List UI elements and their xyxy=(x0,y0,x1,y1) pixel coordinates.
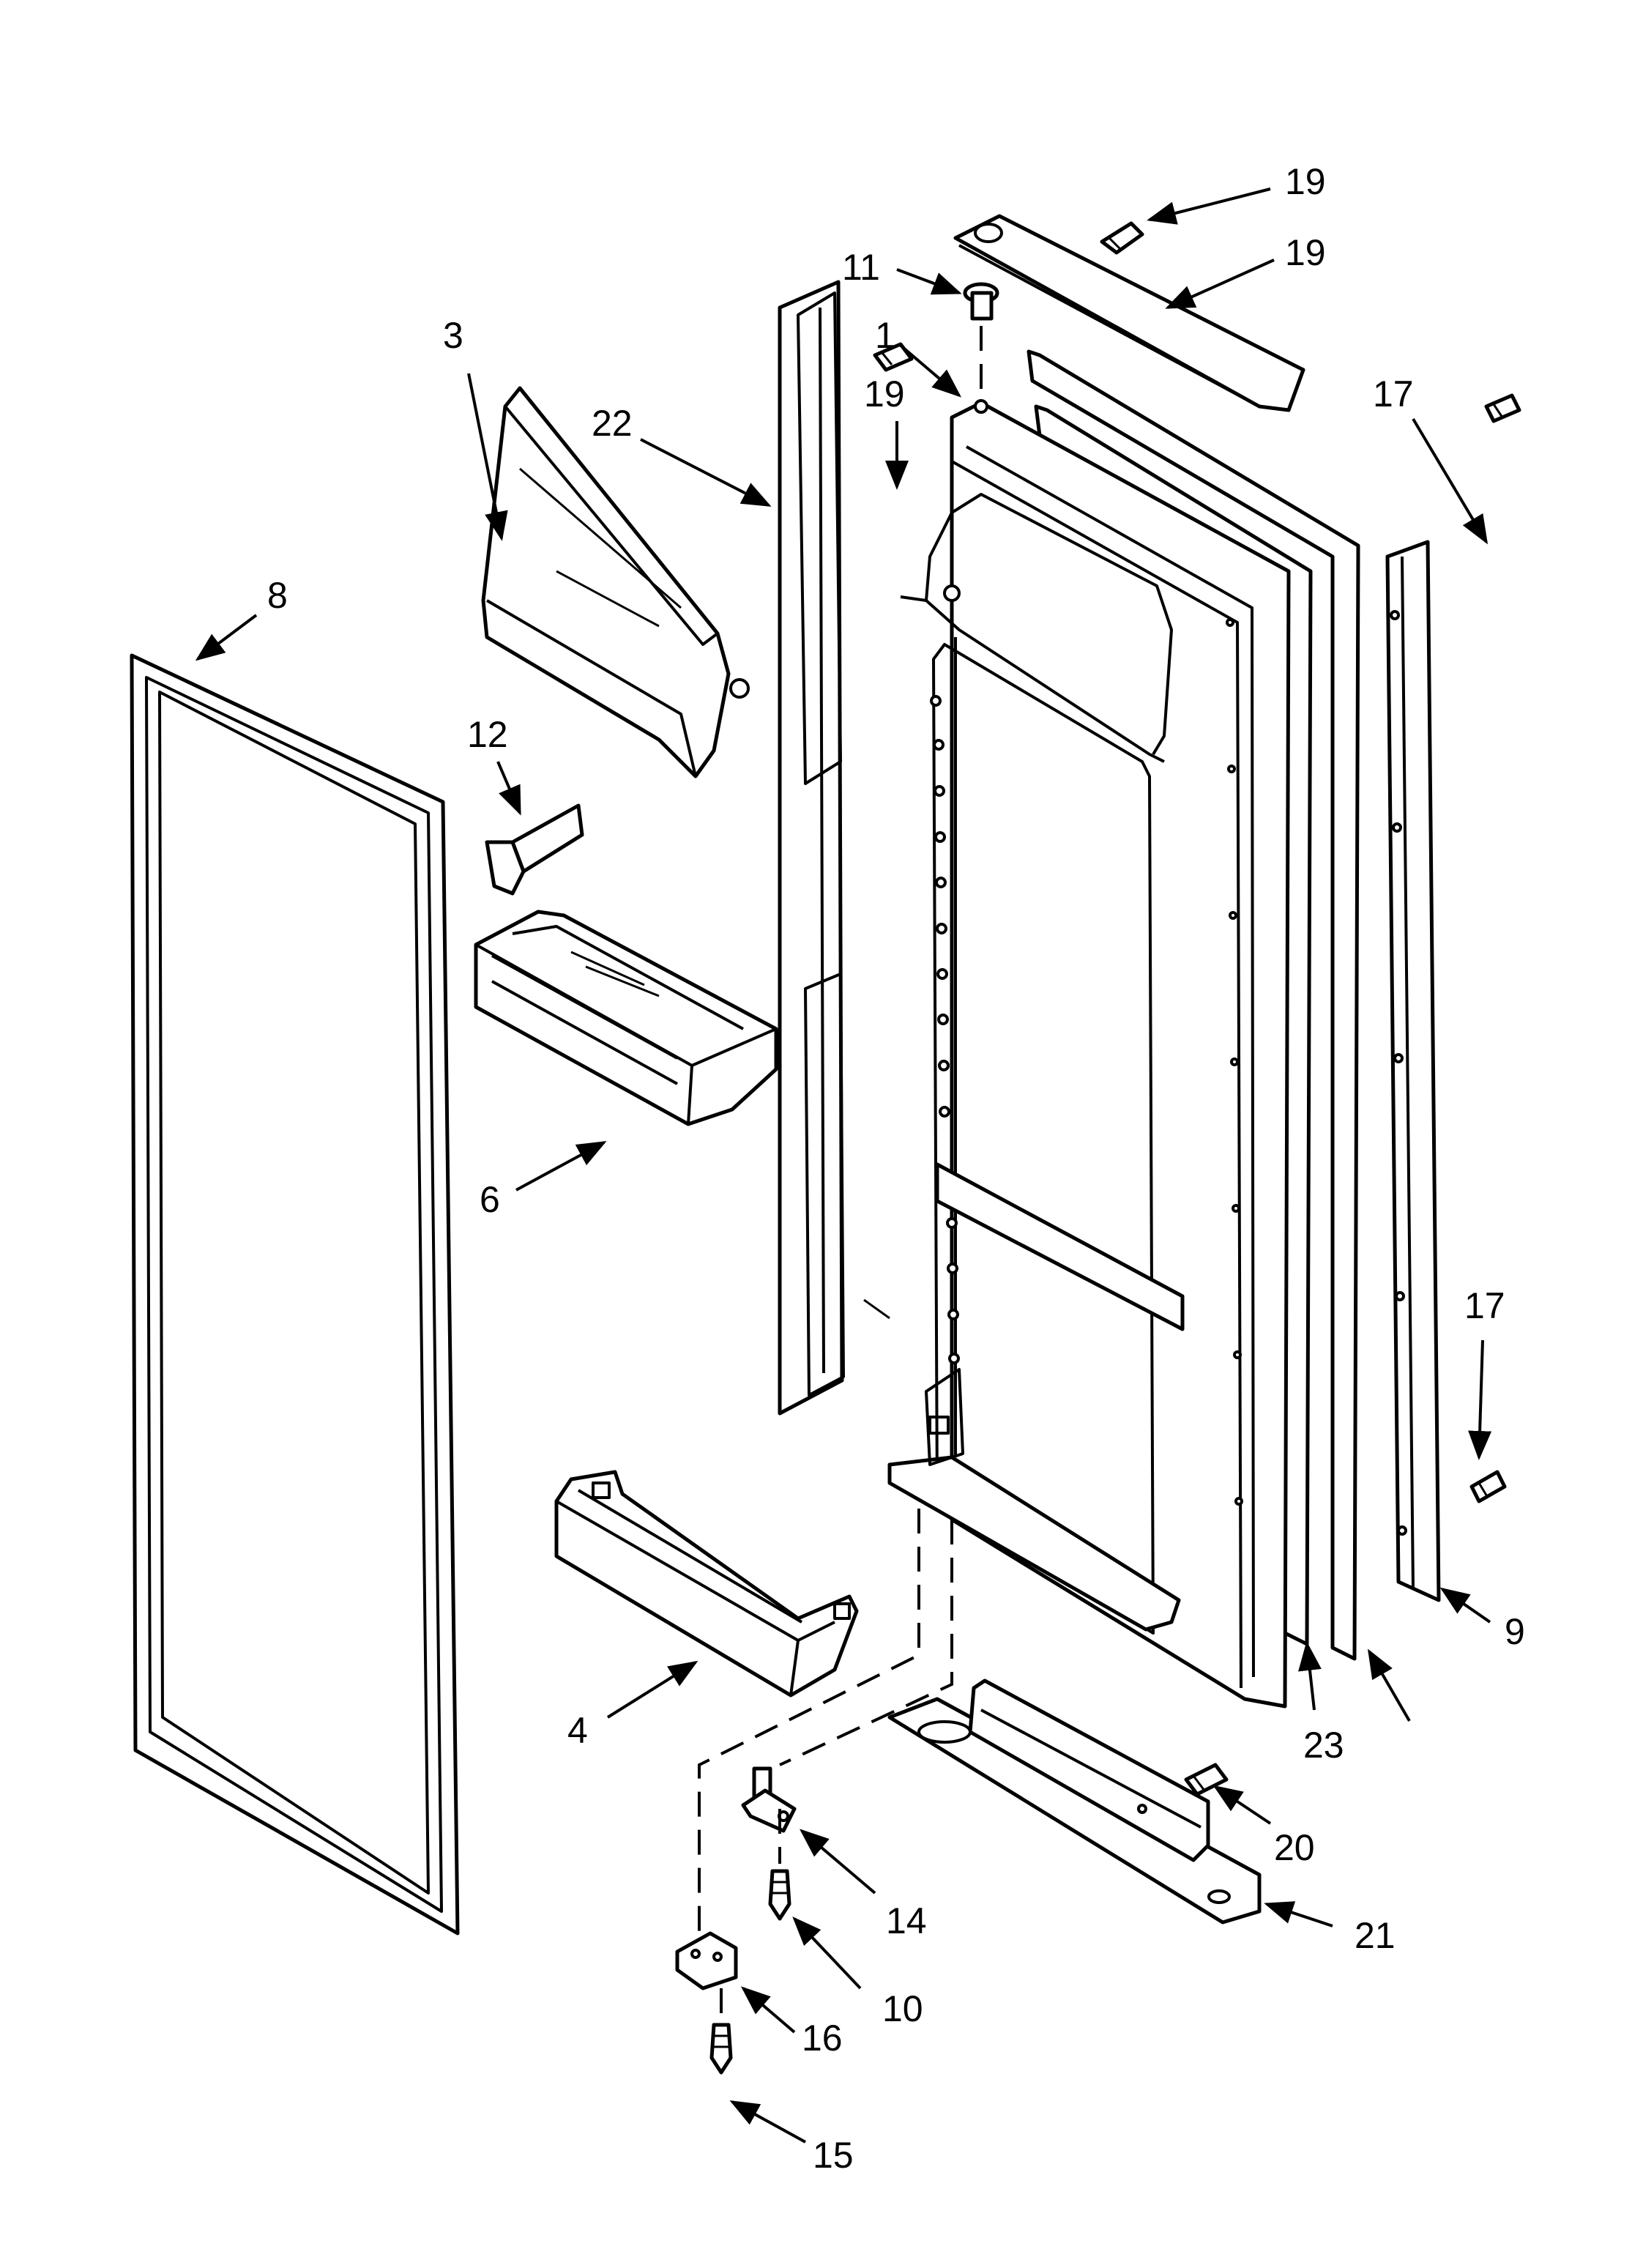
part-19-screw-bottom xyxy=(1184,1763,1229,1796)
part-17-screw-top xyxy=(1484,393,1521,423)
callout-9: 9 xyxy=(1505,1611,1525,1652)
callout-3: 3 xyxy=(443,315,463,356)
callout-19-top: 19 xyxy=(1285,161,1326,202)
part-18-top-bracket xyxy=(953,214,1305,412)
part-6-door-bin xyxy=(474,910,778,1126)
callout-1: 1 xyxy=(875,315,895,356)
callout-18: 19 xyxy=(1285,232,1326,273)
part-1-door-liner xyxy=(887,399,1291,1709)
callout-10: 10 xyxy=(882,1988,923,2029)
callout-19-bottom: 20 xyxy=(1274,1827,1315,1868)
part-19-screw-top xyxy=(1100,221,1144,255)
part-9-side-trim xyxy=(1385,540,1441,1602)
callout-17-top: 17 xyxy=(1373,373,1414,414)
assembly-dashed-lines xyxy=(698,1509,953,2021)
part-15-screw xyxy=(709,2023,733,2075)
callout-labels: 19 19 11 1 19 3 22 17 8 12 6 17 9 23 4 2… xyxy=(267,161,1525,2176)
callout-6: 6 xyxy=(480,1179,500,1220)
callout-21: 21 xyxy=(1355,1915,1396,1956)
part-8-door-panel xyxy=(130,653,460,1936)
callout-12: 12 xyxy=(467,714,508,755)
part-3-bin-cover xyxy=(481,386,750,778)
callout-4: 4 xyxy=(567,1710,588,1751)
part-14-hinge-pin xyxy=(741,1766,797,1833)
part-20-vertical-channel xyxy=(778,280,890,1416)
callout-19-middle: 19 xyxy=(864,373,905,414)
callout-8: 8 xyxy=(267,575,288,616)
part-11-plug xyxy=(963,282,999,399)
callout-15: 15 xyxy=(813,2135,854,2176)
leader-lines xyxy=(195,187,1492,2144)
part-19-screw-middle xyxy=(873,342,914,372)
part-17-screw-bottom xyxy=(1469,1470,1507,1503)
part-4-door-shelf xyxy=(554,1470,859,1698)
callout-17-bottom: 17 xyxy=(1464,1285,1505,1326)
part-16-hinge-bracket xyxy=(675,1931,738,1990)
part-21-bottom-bracket xyxy=(887,1678,1262,1925)
part-10-screw xyxy=(768,1869,791,1921)
callout-20: 22 xyxy=(592,403,633,444)
part-1-screw-holes xyxy=(930,618,1243,1506)
callout-16: 16 xyxy=(802,2018,843,2059)
part-12-clip xyxy=(485,803,584,896)
callout-14: 14 xyxy=(886,1900,927,1941)
callout-22: 23 xyxy=(1303,1725,1344,1766)
part-23-outer-gasket xyxy=(1027,349,1360,1661)
callout-11: 11 xyxy=(842,247,880,288)
